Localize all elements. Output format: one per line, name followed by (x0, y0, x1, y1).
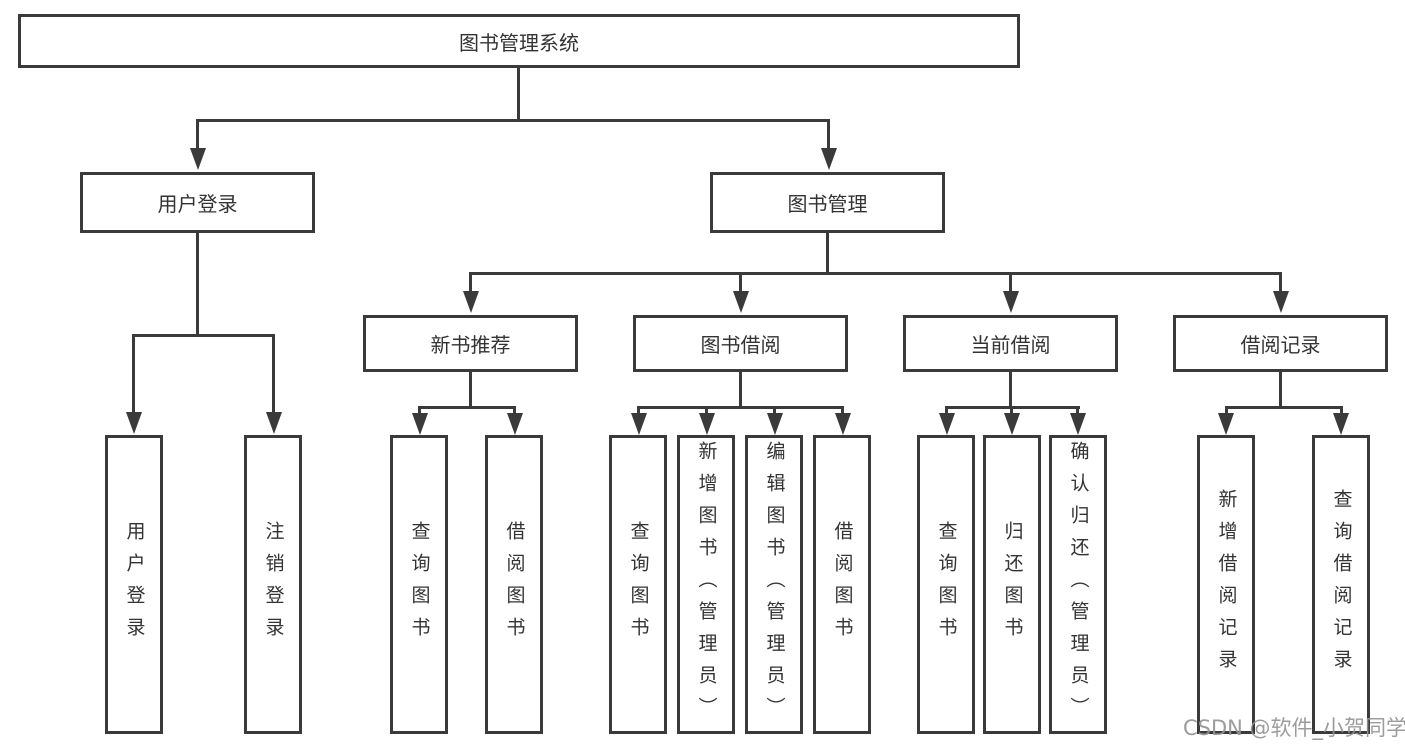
arrow-head (190, 148, 206, 170)
leaf-current-query-books: 查询图书 (917, 435, 975, 734)
connector-line (469, 372, 472, 409)
leaf-recommend-query-books-label: 查询图书 (408, 520, 431, 649)
arrow-head (412, 413, 428, 435)
leaf-logout-label: 注销登录 (262, 520, 285, 649)
leaf-current-return-books-label: 归还图书 (1001, 520, 1024, 649)
node-book-borrowing-label: 图书借阅 (700, 333, 781, 357)
connector-line (705, 406, 708, 416)
connector-line (1279, 372, 1282, 409)
arrow-head (699, 413, 715, 435)
leaf-user-login-label: 用户登录 (123, 520, 146, 649)
arrow-head (463, 291, 479, 313)
leaf-borrowing-add-books-admin: 新增图书（管理员） (677, 435, 735, 734)
leaf-borrowing-edit-books-admin-label: 编辑图书（管理员） (763, 440, 786, 729)
leaf-logout: 注销登录 (244, 435, 302, 734)
arrow-head (1004, 413, 1020, 435)
leaf-borrowing-borrow-books: 借阅图书 (813, 435, 871, 734)
arrow-head (1273, 291, 1289, 313)
arrow-head (126, 412, 142, 434)
node-book-management: 图书管理 (710, 172, 945, 233)
leaf-borrowing-query-books: 查询图书 (609, 435, 667, 734)
node-current-borrowing-label: 当前借阅 (970, 333, 1051, 357)
connector-line (418, 406, 421, 416)
connector-line (826, 233, 829, 275)
connector-line (1009, 272, 1012, 294)
connector-line (513, 406, 516, 416)
node-borrowing-records: 借阅记录 (1173, 315, 1388, 372)
leaf-records-query-record: 查询借阅记录 (1312, 435, 1370, 734)
leaf-recommend-query-books: 查询图书 (390, 435, 448, 734)
arrow-head (1333, 413, 1349, 435)
node-book-borrowing: 图书借阅 (633, 315, 848, 372)
arrow-head (631, 413, 647, 435)
arrow-head (266, 412, 282, 434)
connector-line (469, 272, 472, 294)
connector-line (1225, 406, 1228, 416)
arrow-head (767, 413, 783, 435)
leaf-borrowing-query-books-label: 查询图书 (627, 520, 650, 649)
node-root-label: 图书管理系统 (459, 30, 579, 55)
leaf-user-login: 用户登录 (105, 435, 163, 734)
connector-line (469, 272, 1282, 275)
connector-line (1076, 406, 1079, 416)
connector-line (841, 406, 844, 416)
arrow-head (733, 291, 749, 313)
leaf-borrowing-add-books-admin-label: 新增图书（管理员） (695, 440, 718, 729)
node-new-book-recommend: 新书推荐 (363, 315, 578, 372)
connector-line (1009, 372, 1012, 409)
leaf-records-query-record-label: 查询借阅记录 (1330, 488, 1353, 681)
connector-line (418, 406, 516, 409)
connector-line (637, 406, 640, 416)
leaf-current-query-books-label: 查询图书 (935, 520, 958, 649)
leaf-borrowing-edit-books-admin: 编辑图书（管理员） (745, 435, 803, 734)
leaf-borrowing-borrow-books-label: 借阅图书 (831, 520, 854, 649)
connector-line (272, 334, 275, 414)
connector-line (739, 272, 742, 294)
connector-line (1010, 406, 1013, 416)
connector-line (637, 406, 844, 409)
leaf-recommend-borrow-books: 借阅图书 (485, 435, 543, 734)
arrow-head (1218, 413, 1234, 435)
connector-line (1340, 406, 1343, 416)
connector-line (132, 334, 135, 414)
node-new-book-recommend-label: 新书推荐 (430, 333, 511, 357)
node-user-login: 用户登录 (80, 172, 315, 233)
connector-line (196, 119, 830, 122)
leaf-recommend-borrow-books-label: 借阅图书 (503, 520, 526, 649)
leaf-current-confirm-return-admin: 确认归还（管理员） (1049, 435, 1107, 734)
node-user-login-label: 用户登录 (157, 192, 238, 216)
arrow-head (835, 413, 851, 435)
node-borrowing-records-label: 借阅记录 (1240, 333, 1321, 357)
arrow-head (939, 413, 955, 435)
leaf-records-add-record-label: 新增借阅记录 (1215, 488, 1238, 681)
node-book-management-label: 图书管理 (787, 192, 868, 216)
connector-line (196, 119, 199, 152)
leaf-records-add-record: 新增借阅记录 (1197, 435, 1255, 734)
leaf-current-confirm-return-admin-label: 确认归还（管理员） (1067, 440, 1090, 729)
connector-line (945, 406, 948, 416)
node-root: 图书管理系统 (18, 14, 1020, 68)
arrow-head (1003, 291, 1019, 313)
connector-line (827, 119, 830, 152)
connector-line (1225, 406, 1343, 409)
connector-line (739, 372, 742, 409)
leaf-current-return-books: 归还图书 (983, 435, 1041, 734)
connector-line (1279, 272, 1282, 294)
arrow-head (821, 148, 837, 170)
connector-line (132, 334, 275, 337)
csdn-watermark: CSDN @软件_小贺同学 (1183, 716, 1405, 740)
arrow-head (507, 413, 523, 435)
connector-line (773, 406, 776, 416)
connector-line (517, 66, 520, 122)
arrow-head (1070, 413, 1086, 435)
node-current-borrowing: 当前借阅 (903, 315, 1118, 372)
connector-line (196, 233, 199, 337)
